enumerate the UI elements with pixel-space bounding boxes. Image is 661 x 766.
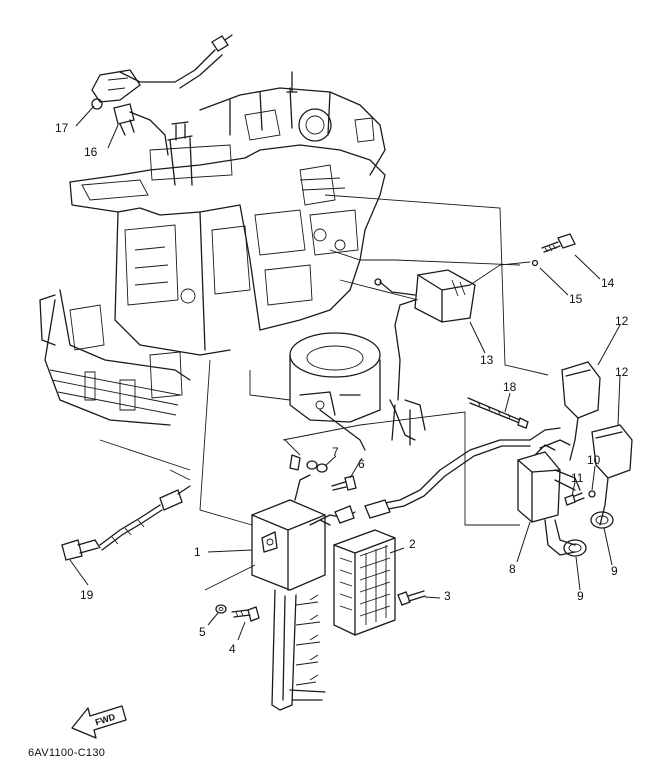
part-6-bolt-drawing <box>331 475 357 491</box>
callout-18: 18 <box>503 380 517 394</box>
forward-arrow-icon: FWD <box>71 705 127 739</box>
stator-bracket-drawing <box>289 332 381 451</box>
part-19-sensor-drawing <box>61 485 191 561</box>
callout-12b: 12 <box>615 365 629 379</box>
reference-lines <box>99 194 549 591</box>
part-4-bolt-drawing <box>231 606 260 622</box>
callout-8: 8 <box>509 562 516 576</box>
callout-4: 4 <box>229 642 236 656</box>
callout-6: 6 <box>358 457 365 471</box>
callout-10: 10 <box>587 453 601 467</box>
part-1-cdi-unit-drawing <box>251 474 356 711</box>
part-2-connector-block-drawing <box>333 529 396 636</box>
callout-9b: 9 <box>611 564 618 578</box>
callout-13: 13 <box>480 353 494 367</box>
callout-15: 15 <box>569 292 583 306</box>
part-13-relay-drawing <box>374 269 476 446</box>
callout-14: 14 <box>601 276 615 290</box>
part-3-screw-drawing <box>397 590 426 606</box>
part-8-ignition-coil-drawing <box>517 439 581 556</box>
figure-code: 6AV1100-C130 <box>28 747 106 759</box>
part-5-washer-drawing <box>215 604 227 614</box>
callout-17: 17 <box>55 121 69 135</box>
part-12-plug-cap-drawing <box>561 361 633 526</box>
leader-lines <box>69 105 621 641</box>
part-16-sensor-drawing <box>113 103 169 156</box>
callout-1: 1 <box>194 545 201 559</box>
part-14-bolt-drawing <box>541 233 576 253</box>
callout-5: 5 <box>199 625 206 639</box>
part-9-grommet-drawing <box>563 511 614 557</box>
callout-2: 2 <box>409 537 416 551</box>
callout-19: 19 <box>80 588 94 602</box>
engine-block-drawing <box>39 71 386 426</box>
part-18-screw-drawing <box>467 397 529 429</box>
callout-16: 16 <box>84 145 98 159</box>
callout-7: 7 <box>332 445 339 459</box>
callout-3: 3 <box>444 589 451 603</box>
part-17-cable-drawing <box>91 34 233 110</box>
callout-12a: 12 <box>615 314 629 328</box>
part-7-washer-drawing <box>289 454 328 473</box>
part-10-11-bolt-washer-drawing <box>564 490 596 506</box>
high-tension-lead-drawing <box>364 427 561 519</box>
callout-9a: 9 <box>577 589 584 603</box>
callout-11: 11 <box>571 471 584 485</box>
part-15-washer-drawing <box>531 259 539 267</box>
